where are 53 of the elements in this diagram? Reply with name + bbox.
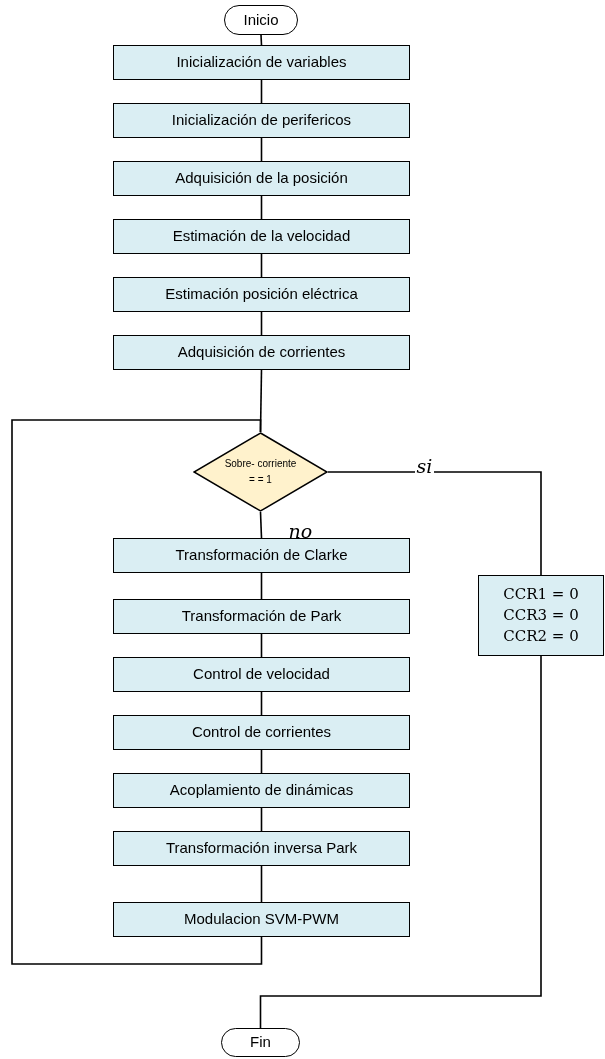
process-box (113, 219, 410, 254)
terminal-box (221, 1028, 300, 1057)
process-text: Estimación posición eléctrica (165, 284, 358, 305)
connector-line (260, 633, 263, 658)
connector-line (260, 253, 263, 278)
connector-line (259, 511, 263, 539)
process-text: Transformación de Clarke (175, 545, 348, 566)
connector-line (260, 137, 263, 162)
process-text: Adquisición de la posición (175, 168, 348, 189)
process-text: Control de velocidad (193, 664, 330, 685)
connector-line (260, 79, 263, 104)
process-box (113, 715, 410, 750)
process-text: Modulacion SVM-PWM (183, 909, 339, 930)
connector-line (260, 195, 263, 220)
equation: CCR2 = 0 (503, 626, 579, 647)
connector-line (260, 311, 263, 336)
equation: CCR1 = 0 (503, 584, 579, 605)
process-box (113, 103, 410, 138)
connector-line (260, 34, 263, 46)
connector-line (260, 807, 263, 832)
process-box (113, 161, 410, 196)
process-text: Transformación de Park (181, 606, 342, 627)
terminal-box (224, 5, 298, 35)
process-text: Estimación de la velocidad (172, 226, 351, 247)
decision-text: Sobre- corriente = = 1 (223, 457, 298, 487)
process-box (113, 773, 410, 808)
process-box (113, 599, 410, 634)
process-box (113, 335, 410, 370)
process-text: Control de corrientes (191, 722, 332, 743)
process-box (113, 277, 410, 312)
connector-line (260, 749, 263, 774)
terminal-text: Inicio (243, 9, 279, 30)
process-box (478, 575, 604, 656)
decision-diamond (193, 432, 328, 512)
process-text: Adquisición de corrientes (177, 342, 346, 363)
process-text: Acoplamiento de dinámicas (169, 780, 354, 801)
process-text: Transformación inversa Park (165, 838, 358, 859)
connector-line (260, 572, 263, 600)
equation: CCR3 = 0 (503, 605, 579, 626)
terminal-text: Fin (250, 1032, 271, 1053)
process-text: Inicialización de perifericos (171, 110, 352, 131)
process-text: Inicialización de variables (176, 52, 347, 73)
connector-line (260, 691, 263, 716)
process-box (113, 538, 410, 573)
connector-line (327, 471, 542, 576)
process-box (113, 657, 410, 692)
connector-line (260, 865, 263, 903)
edge-label: si (414, 457, 435, 476)
connector-line (259, 655, 542, 1029)
connector-line (11, 419, 263, 965)
process-box (113, 831, 410, 866)
process-box (113, 45, 410, 80)
process-box (113, 902, 410, 937)
